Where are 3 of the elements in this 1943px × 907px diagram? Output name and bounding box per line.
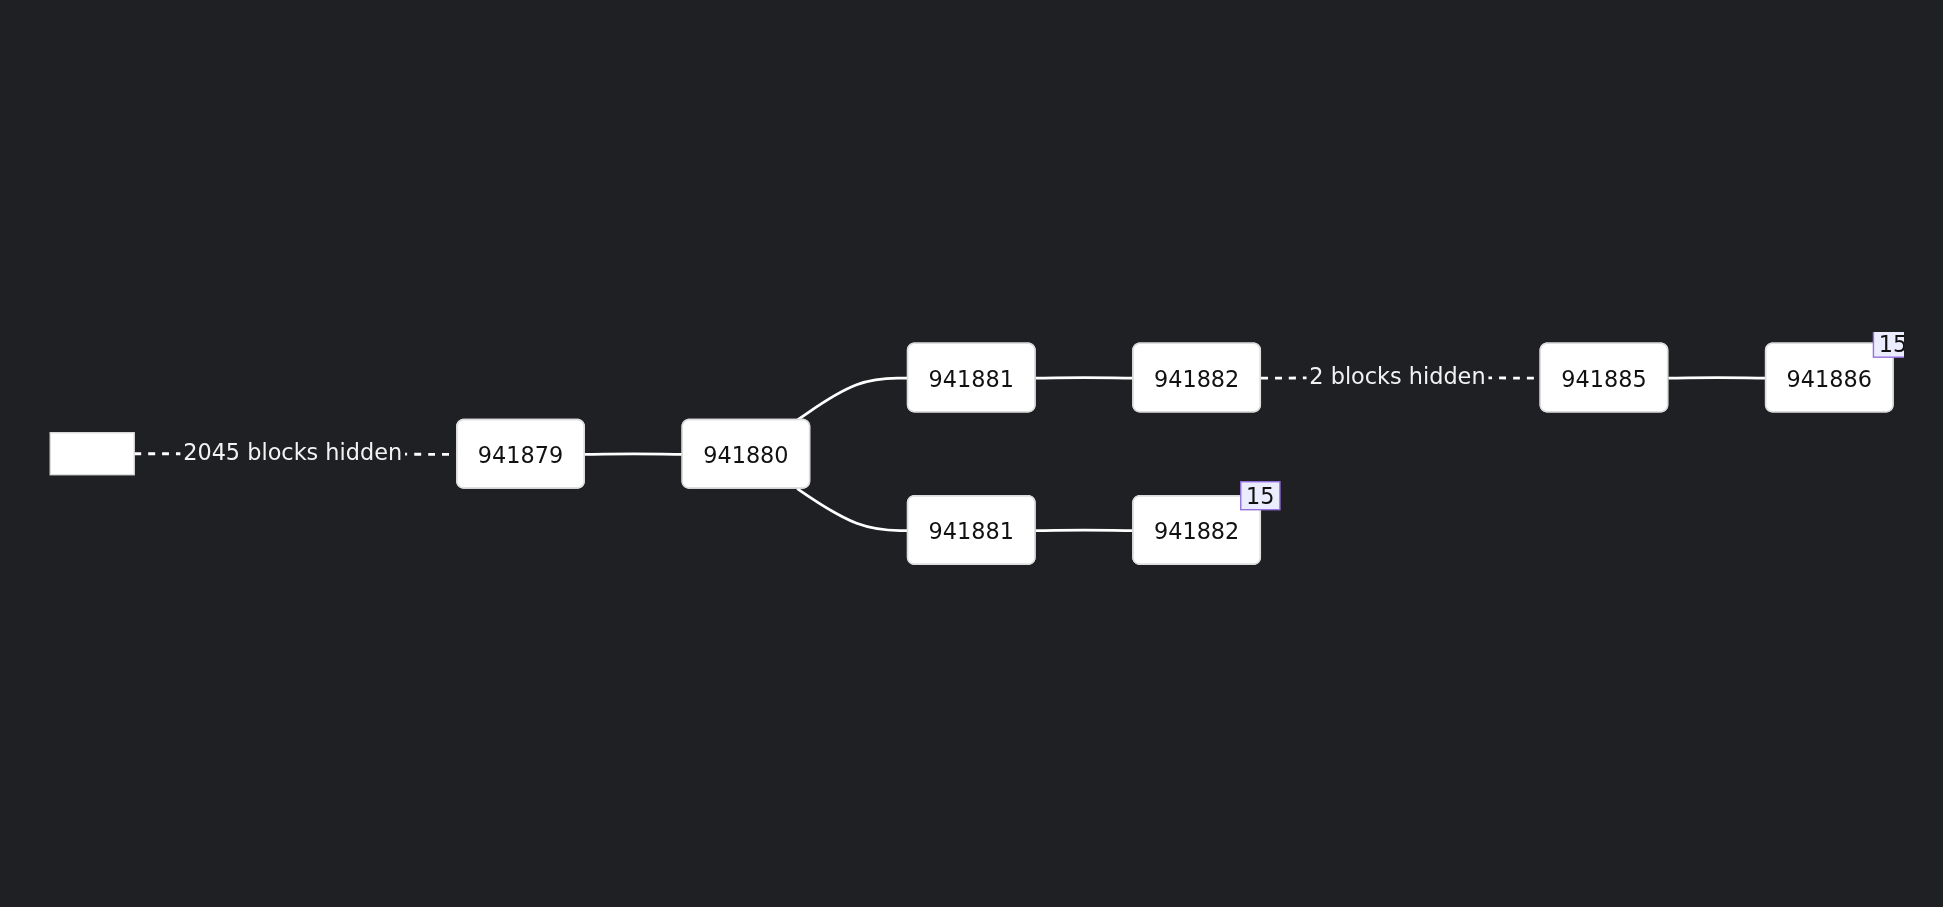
connector xyxy=(584,452,683,456)
node-box xyxy=(49,431,135,476)
badge: 15 xyxy=(1239,480,1281,511)
